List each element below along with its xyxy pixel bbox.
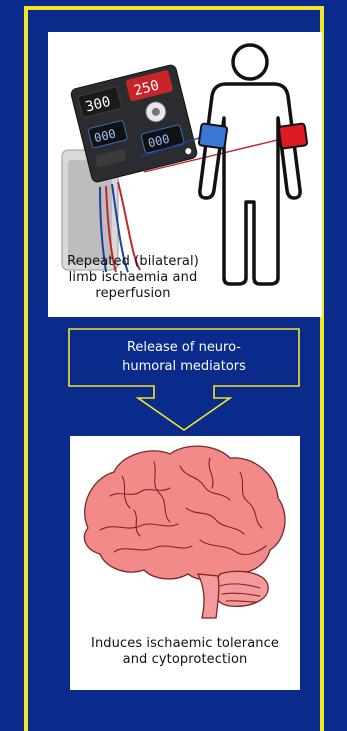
ischaemia-caption: Repeated (bilateral) limb ischaemia and …: [48, 254, 218, 302]
tolerance-caption-line1: Induces ischaemic tolerance: [70, 636, 300, 652]
tolerance-caption-line2: and cytoprotection: [70, 652, 300, 668]
mediator-text-line2: humoral mediators: [68, 357, 300, 376]
mediator-text-line1: Release of neuro-: [68, 338, 300, 357]
right-arm-cuff: [279, 123, 308, 148]
tolerance-caption: Induces ischaemic tolerance and cytoprot…: [70, 636, 300, 668]
cuff-device-icon: 300 250 000 000: [62, 64, 294, 272]
brain-icon: [70, 436, 300, 636]
ischaemia-caption-line3: reperfusion: [48, 286, 218, 302]
left-arm-cuff: [199, 123, 228, 148]
ischaemia-caption-line1: Repeated (bilateral): [48, 254, 218, 270]
mediator-text: Release of neuro- humoral mediators: [68, 338, 300, 376]
mediator-arrow: Release of neuro- humoral mediators: [68, 328, 300, 432]
ischaemia-caption-line2: limb ischaemia and: [48, 270, 218, 286]
human-figure-icon: [200, 45, 300, 284]
